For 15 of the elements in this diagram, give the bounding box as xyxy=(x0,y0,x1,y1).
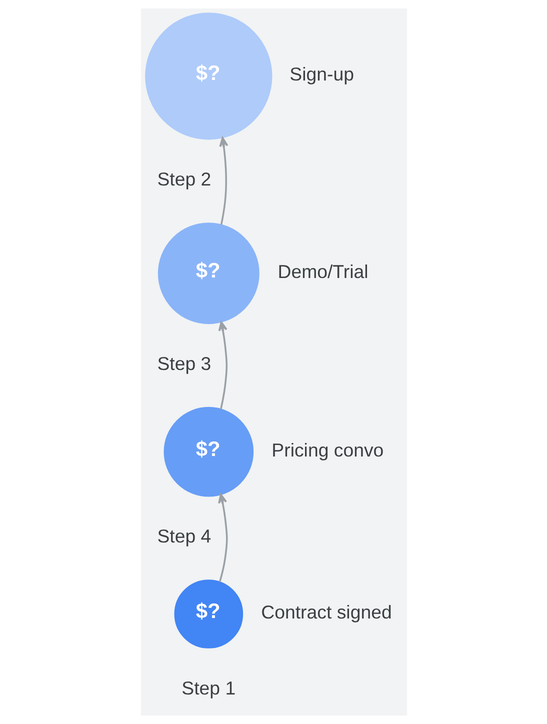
label: Step 2 xyxy=(156,168,211,190)
label: Step 3 xyxy=(156,352,211,374)
node-label: Sign-up xyxy=(289,64,354,85)
label: Step 4 xyxy=(156,526,211,547)
node-circle: $? xyxy=(144,12,272,140)
node-circle: $? xyxy=(157,222,259,324)
node-label: Contract signed xyxy=(260,601,392,622)
arrow xyxy=(218,321,228,410)
node-label: Demo/Trial xyxy=(277,260,368,282)
arrow xyxy=(218,494,228,582)
label: Step 1 xyxy=(181,677,236,698)
node-circle: $? xyxy=(174,580,243,648)
node-label: Pricing convo xyxy=(271,439,384,460)
node-circle: $? xyxy=(163,406,254,497)
arrow xyxy=(218,137,228,225)
